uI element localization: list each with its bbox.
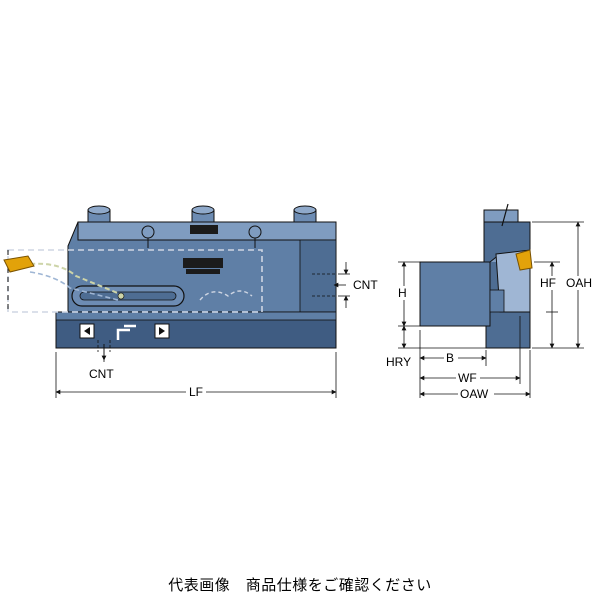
label-wf: WF [458, 371, 477, 385]
label-plate [183, 258, 223, 268]
label-cnt-bottom: CNT [89, 367, 114, 381]
coolant-channel [29, 262, 121, 295]
side-view: H HRY B WF OAW HF OAH [386, 203, 598, 401]
label-h: H [398, 286, 407, 300]
caption: 代表画像 商品仕様をご確認ください [168, 576, 432, 594]
label-plate [190, 225, 218, 234]
label-hry: HRY [386, 355, 411, 369]
front-view: CNT CNT LF [3, 205, 378, 399]
clamp-bolt [191, 205, 215, 223]
clamp-bolt [293, 205, 317, 223]
screw-head [248, 225, 262, 239]
label-b: B [446, 351, 454, 365]
label-oaw: OAW [460, 387, 489, 401]
clamp-bolt [87, 205, 111, 223]
cutting-insert [3, 255, 35, 273]
label-hf: HF [540, 276, 556, 290]
hidden-blade-outline [7, 249, 263, 313]
side-shank [419, 261, 491, 327]
screw-head [141, 225, 155, 239]
label-oah: OAH [566, 276, 592, 290]
label-cnt-side: CNT [353, 278, 378, 292]
label-lf: LF [189, 385, 203, 399]
side-insert [515, 249, 533, 271]
coolant-port-symbol [79, 323, 170, 340]
